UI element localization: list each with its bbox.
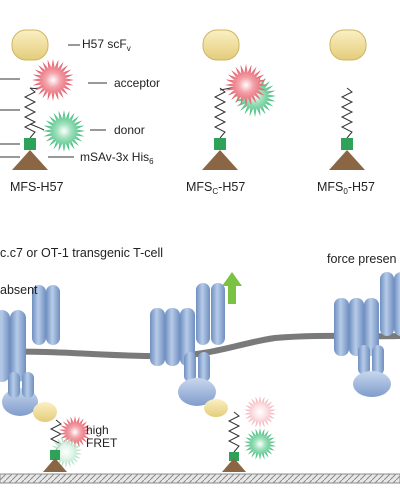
dna-spring — [227, 411, 241, 453]
tcr-chain — [358, 345, 370, 375]
caption-mfsc-h57: MFSC-H57 — [186, 180, 246, 196]
cd3-subunit — [165, 308, 180, 366]
cd3-subunit — [180, 308, 195, 366]
tcr-chain — [372, 345, 384, 375]
cd3-subunit — [150, 308, 165, 366]
construct-mfsc-h57 — [202, 29, 276, 170]
cd3-subunit — [380, 272, 394, 336]
arrow-up-icon — [222, 272, 242, 304]
cd3-subunit — [394, 272, 400, 336]
msav-base — [12, 150, 48, 170]
probe-middle — [222, 396, 276, 472]
msav-base — [202, 150, 238, 170]
tcr-domain — [178, 378, 216, 406]
cd3-subunit — [364, 298, 379, 356]
acceptor-fluorophore — [32, 59, 74, 101]
h57-scfv-shape — [11, 29, 49, 61]
cd3-subunit — [349, 298, 364, 356]
tcr-chain — [198, 352, 210, 382]
msav-base — [43, 458, 67, 472]
h57-scfv-shape — [204, 399, 228, 417]
cd3-subunit — [10, 310, 26, 382]
tcr-complex-middle — [150, 283, 228, 417]
label-high: high — [86, 423, 109, 437]
cd3-subunit — [334, 298, 349, 356]
tcr-complex-left — [0, 285, 60, 422]
label-msav: mSAv-3x His6 — [80, 150, 154, 166]
label-force-present: force presen — [327, 252, 397, 266]
his-linker-green — [341, 138, 353, 150]
msav-base — [329, 150, 365, 170]
label-force-absent: absent — [0, 283, 38, 297]
h57-scfv-shape — [202, 29, 240, 61]
label-acceptor: acceptor — [114, 76, 161, 90]
force-arrow — [222, 272, 242, 304]
h57-scfv-shape — [33, 402, 57, 422]
label-donor: donor — [114, 123, 145, 137]
cd3-subunit — [211, 283, 225, 345]
cd3-subunit — [32, 285, 46, 345]
linker-line — [29, 123, 45, 131]
label-t-cell: c.c7 or OT-1 transgenic T-cell — [0, 246, 164, 260]
acceptor-fluorophore — [59, 416, 91, 448]
tcr-chain — [22, 372, 34, 398]
acceptor-fluorophore — [225, 64, 267, 106]
label-h57-scfv: H57 scFv — [82, 37, 131, 53]
cd3-subunit — [46, 285, 60, 345]
dna-spring — [340, 87, 354, 139]
caption-mfs0-h57: MFS0-H57 — [317, 180, 375, 196]
tcr-domain — [353, 371, 391, 397]
label-fret: FRET — [86, 436, 118, 450]
his-linker-green — [229, 452, 239, 461]
probe-left — [43, 416, 91, 472]
his-linker-green — [24, 138, 36, 150]
tcr-complex-right — [334, 272, 400, 397]
msav-base — [222, 458, 246, 472]
his-linker-green — [214, 138, 226, 150]
cd3-subunit — [0, 310, 10, 382]
donor-fluorophore — [244, 428, 276, 460]
construct-mfs-h57 — [0, 29, 107, 170]
tcr-chain — [184, 352, 196, 382]
tcr-chain — [8, 372, 20, 398]
donor-fluorophore — [43, 110, 85, 152]
acceptor-fluorophore-faint — [244, 396, 276, 428]
dna-spring — [23, 87, 37, 139]
h57-scfv-shape — [329, 29, 367, 61]
glass-substrate — [0, 473, 400, 484]
dna-spring — [213, 87, 227, 139]
his-linker-green — [50, 450, 60, 460]
cd3-subunit — [196, 283, 210, 345]
construct-mfs0-h57 — [329, 29, 367, 170]
caption-mfs-h57: MFS-H57 — [10, 180, 64, 194]
